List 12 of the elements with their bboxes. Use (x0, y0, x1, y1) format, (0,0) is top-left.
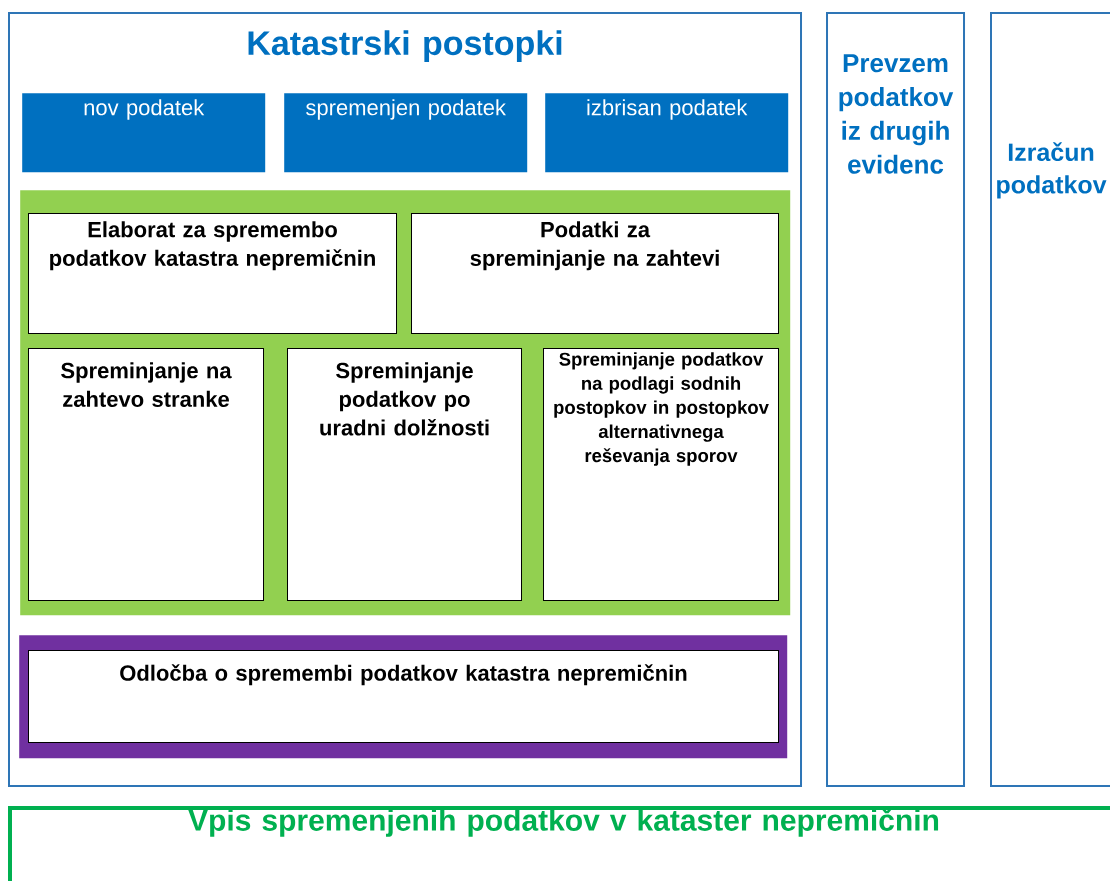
process-box: Odločba o spremembi podatkov katastra nepremičnin (28, 650, 779, 743)
column-box: Prevzem podatkov iz drugih evidenc (826, 12, 965, 787)
category-box: spremenjen podatek (284, 93, 528, 173)
process-box: Elaborat za spremembo podatkov katastra nepremičnin (28, 213, 397, 334)
process-box: Spreminjanje podatkov po uradni dolžnosti (287, 348, 522, 601)
category-box: nov podatek (22, 93, 266, 173)
result-box: Vpis spremenjenih podatkov v kataster nepremičnin (8, 806, 1110, 881)
category-box: izbrisan podatek (545, 93, 789, 173)
process-box: Spreminjanje podatkov na podlagi sodnih postopkov in postopkov alternativnega reševanja sporov (543, 348, 779, 601)
process-box: Podatki za spreminjanje na zahtevi (411, 213, 779, 334)
column-box: Izračun podatkov (990, 12, 1110, 787)
process-box: Spreminjanje na zahtevo stranke (28, 348, 264, 601)
